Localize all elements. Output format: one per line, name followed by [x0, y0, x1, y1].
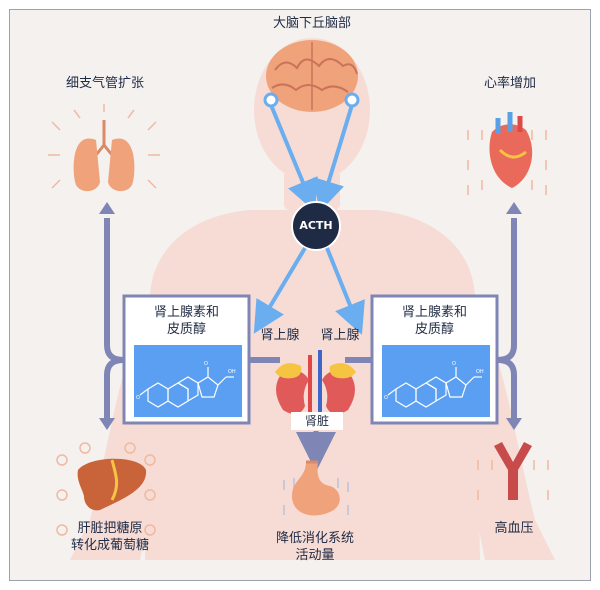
- lungs-icon: [48, 104, 160, 192]
- svg-text:O: O: [384, 395, 388, 401]
- molecule-panel-left: O OH O: [133, 344, 243, 418]
- liver-label-line1: 肝脏把糖原: [77, 521, 143, 536]
- hormone-left-line2: 皮质醇: [166, 322, 206, 337]
- arrow-brain-left-to-acth: [269, 104, 318, 212]
- steroid-structure-icon: O OH O: [136, 361, 236, 408]
- kidneys-icon: [275, 350, 356, 420]
- digestion-label: 降低消化系统 活动量: [255, 530, 375, 564]
- right-brace-up: [496, 218, 517, 363]
- hormone-left-line1: 肾上腺素和: [153, 305, 219, 320]
- heart-icon: [467, 112, 547, 195]
- left-down-arrowhead: [99, 418, 115, 430]
- brain-icon: [266, 40, 358, 112]
- hormone-right-line1: 肾上腺素和: [401, 305, 467, 320]
- left-up-arrowhead: [99, 202, 115, 214]
- left-brace-down: [104, 357, 125, 418]
- right-up-arrowhead: [506, 202, 522, 214]
- digestion-label-line2: 活动量: [295, 548, 335, 563]
- digestion-label-line1: 降低消化系统: [275, 531, 354, 546]
- hormone-right-title: 肾上腺素和 皮质醇: [376, 304, 493, 338]
- svg-text:O: O: [204, 361, 208, 367]
- lungs-label: 细支气管扩张: [65, 76, 144, 91]
- liver-label: 肝脏把糖原 转化成葡萄糖: [45, 520, 175, 554]
- svg-text:O: O: [136, 395, 140, 401]
- svg-text:O: O: [452, 361, 456, 367]
- hormone-left-title: 肾上腺素和 皮质醇: [128, 304, 245, 338]
- right-down-arrowhead: [506, 418, 522, 430]
- heart-label: 心率增加: [483, 76, 536, 91]
- steroid-structure-icon: O OH O: [384, 361, 484, 408]
- arrow-acth-to-right-adrenal: [325, 247, 365, 335]
- svg-text:OH: OH: [476, 369, 484, 375]
- hormone-right-line2: 皮质醇: [414, 322, 454, 337]
- liver-label-line2: 转化成葡萄糖: [70, 538, 149, 553]
- hypothalamus-right-node: [344, 92, 360, 108]
- acth-label: ACTH: [299, 219, 333, 232]
- right-brace-down: [496, 357, 517, 418]
- hypothalamus-label: 大脑下丘脑部: [272, 16, 351, 31]
- arrow-brain-right-to-acth: [313, 104, 354, 213]
- molecule-panel-right: O OH O: [381, 344, 491, 418]
- stomach-icon: [283, 460, 349, 516]
- hypothalamus-left-node: [263, 92, 279, 108]
- svg-text:OH: OH: [228, 369, 236, 375]
- adrenal-right-label: 肾上腺: [320, 328, 360, 343]
- acth-circle: [291, 201, 341, 251]
- kidney-label: 肾脏: [291, 412, 343, 430]
- liver-icon: [56, 442, 156, 536]
- left-brace-up: [104, 218, 125, 363]
- adrenal-left-label: 肾上腺: [260, 328, 300, 343]
- blood-vessel-icon: [477, 442, 549, 500]
- blood-pressure-label: 高血压: [494, 521, 534, 536]
- arrow-acth-to-left-adrenal: [253, 246, 307, 334]
